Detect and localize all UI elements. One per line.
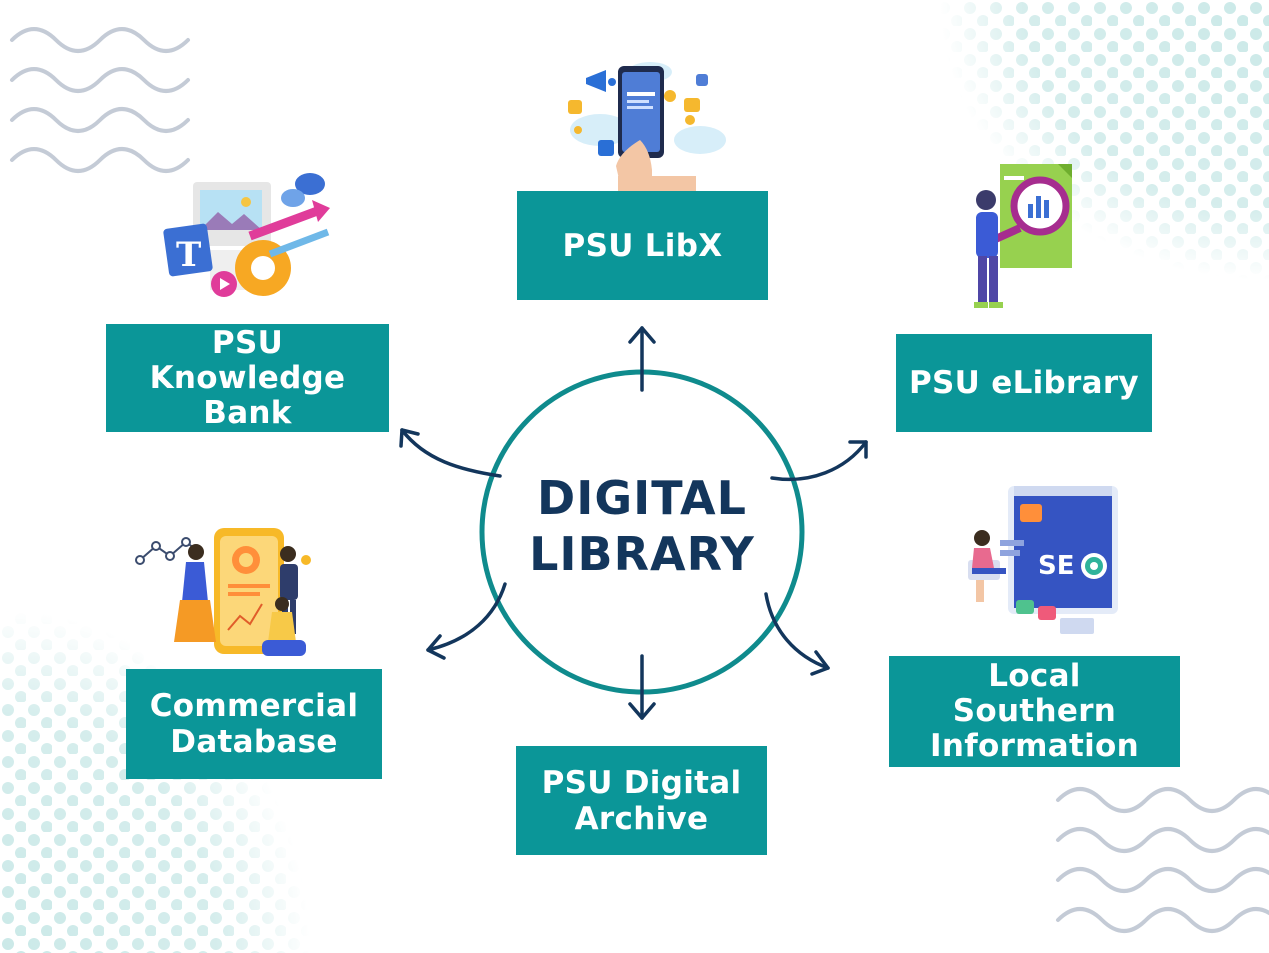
node-label: PSU [211,324,284,361]
svg-text:SE: SE [1038,551,1075,581]
node-local-southern-information: Local Southern Information [889,656,1180,767]
node-psu-knowledge-bank: PSU Knowledge Bank [106,324,389,432]
arrow-to-commercial-db [426,582,507,660]
node-label: PSU eLibrary [909,365,1139,401]
dots-bottom-left [0,610,310,953]
phone-social-media-icon [568,62,726,192]
arrow-to-knowledge-bank [399,428,502,478]
node-label: Southern [952,693,1117,729]
node-label: Information [929,728,1139,764]
arrow-to-libx [628,326,656,392]
content-gear-arrows-icon: T [163,173,330,297]
node-label: Database [170,724,338,760]
node-label: Local [988,658,1081,694]
node-label: PSU LibX [562,227,723,264]
node-psu-libx: PSU LibX [517,191,768,300]
center-title-line-1: DIGITAL [537,471,747,525]
seo-monitor-icon: SE [968,486,1118,634]
center-title: DIGITAL LIBRARY [497,470,787,582]
team-analytics-phone-icon [135,528,311,656]
node-label: PSU Digital [541,764,742,801]
arrow-to-elibrary [770,440,868,482]
waves-top-left [10,27,190,173]
node-label: Knowledge [149,359,346,396]
arrow-to-digital-archive [628,654,656,720]
center-title-line-2: LIBRARY [529,527,755,581]
node-label: Archive [574,800,709,837]
arrows [399,326,868,720]
node-commercial-database: Commercial Database [126,669,382,779]
waves-bottom-right [1056,787,1269,933]
arrow-to-local-southern [764,592,830,676]
node-psu-elibrary: PSU eLibrary [896,334,1152,432]
node-label: Bank [203,394,292,431]
person-magnifier-document-icon [974,164,1072,308]
node-psu-digital-archive: PSU Digital Archive [516,746,767,855]
svg-text:T: T [176,235,201,275]
node-label: Commercial [149,688,359,724]
